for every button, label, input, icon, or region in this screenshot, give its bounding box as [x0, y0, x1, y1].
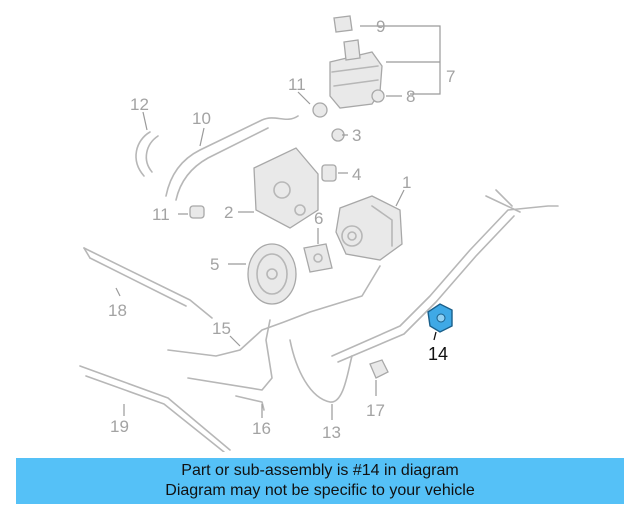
- clamp-part-11-lower: [189, 205, 205, 219]
- bracket-part-2: [253, 147, 319, 229]
- callout-13: 13: [322, 423, 341, 442]
- pulley-part-5: [247, 243, 297, 305]
- callout-16: 16: [252, 419, 271, 438]
- highlighted-part-14[interactable]: [427, 303, 453, 341]
- mount-part-17: [369, 359, 389, 379]
- return-line-part-13: [289, 339, 353, 403]
- cooler-part-19: [79, 365, 231, 452]
- callout-11-upper: 11: [288, 75, 306, 94]
- callout-17: 17: [366, 401, 385, 420]
- callout-1: 1: [402, 173, 411, 192]
- callout-19: 19: [110, 417, 129, 436]
- banner-line-disclaimer: Diagram may not be specific to your vehi…: [165, 482, 475, 499]
- info-banner: Part or sub-assembly is #14 in diagram D…: [16, 458, 624, 504]
- callout-18: 18: [108, 301, 127, 320]
- callout-12: 12: [130, 95, 149, 114]
- callout-15: 15: [212, 319, 231, 338]
- hose-part-10: [165, 115, 299, 197]
- gasket-part-6: [303, 243, 333, 273]
- banner-line-part-number: Part or sub-assembly is #14 in diagram: [181, 462, 459, 479]
- pump-part-1: [335, 195, 403, 261]
- grommet-part-8: [371, 89, 385, 103]
- cooler-part-18: [83, 247, 213, 319]
- callout-6: 6: [314, 209, 323, 228]
- leader-lines: [115, 25, 441, 420]
- callout-14: 14: [428, 344, 448, 364]
- callout-3: 3: [352, 126, 361, 145]
- clamp-part-11-upper: [312, 102, 328, 118]
- long-line-part: [331, 205, 559, 357]
- bushing-part-4: [321, 164, 337, 182]
- pressure-line-part-15: [167, 265, 381, 357]
- callout-8: 8: [406, 87, 415, 106]
- line-part-16: [235, 395, 265, 411]
- callout-9: 9: [376, 17, 385, 36]
- callout-4: 4: [352, 165, 361, 184]
- parts-diagram: 9 7 8 11 3 4 1 12 10 2 11 6 5 18 15 14 1…: [79, 15, 559, 452]
- callout-10: 10: [192, 109, 211, 128]
- hose-part-12: [135, 131, 159, 177]
- reservoir-cap-part: [333, 15, 353, 33]
- callout-7: 7: [446, 67, 455, 86]
- callout-2: 2: [224, 203, 233, 222]
- callout-11-lower: 11: [152, 205, 170, 224]
- callout-5: 5: [210, 255, 219, 274]
